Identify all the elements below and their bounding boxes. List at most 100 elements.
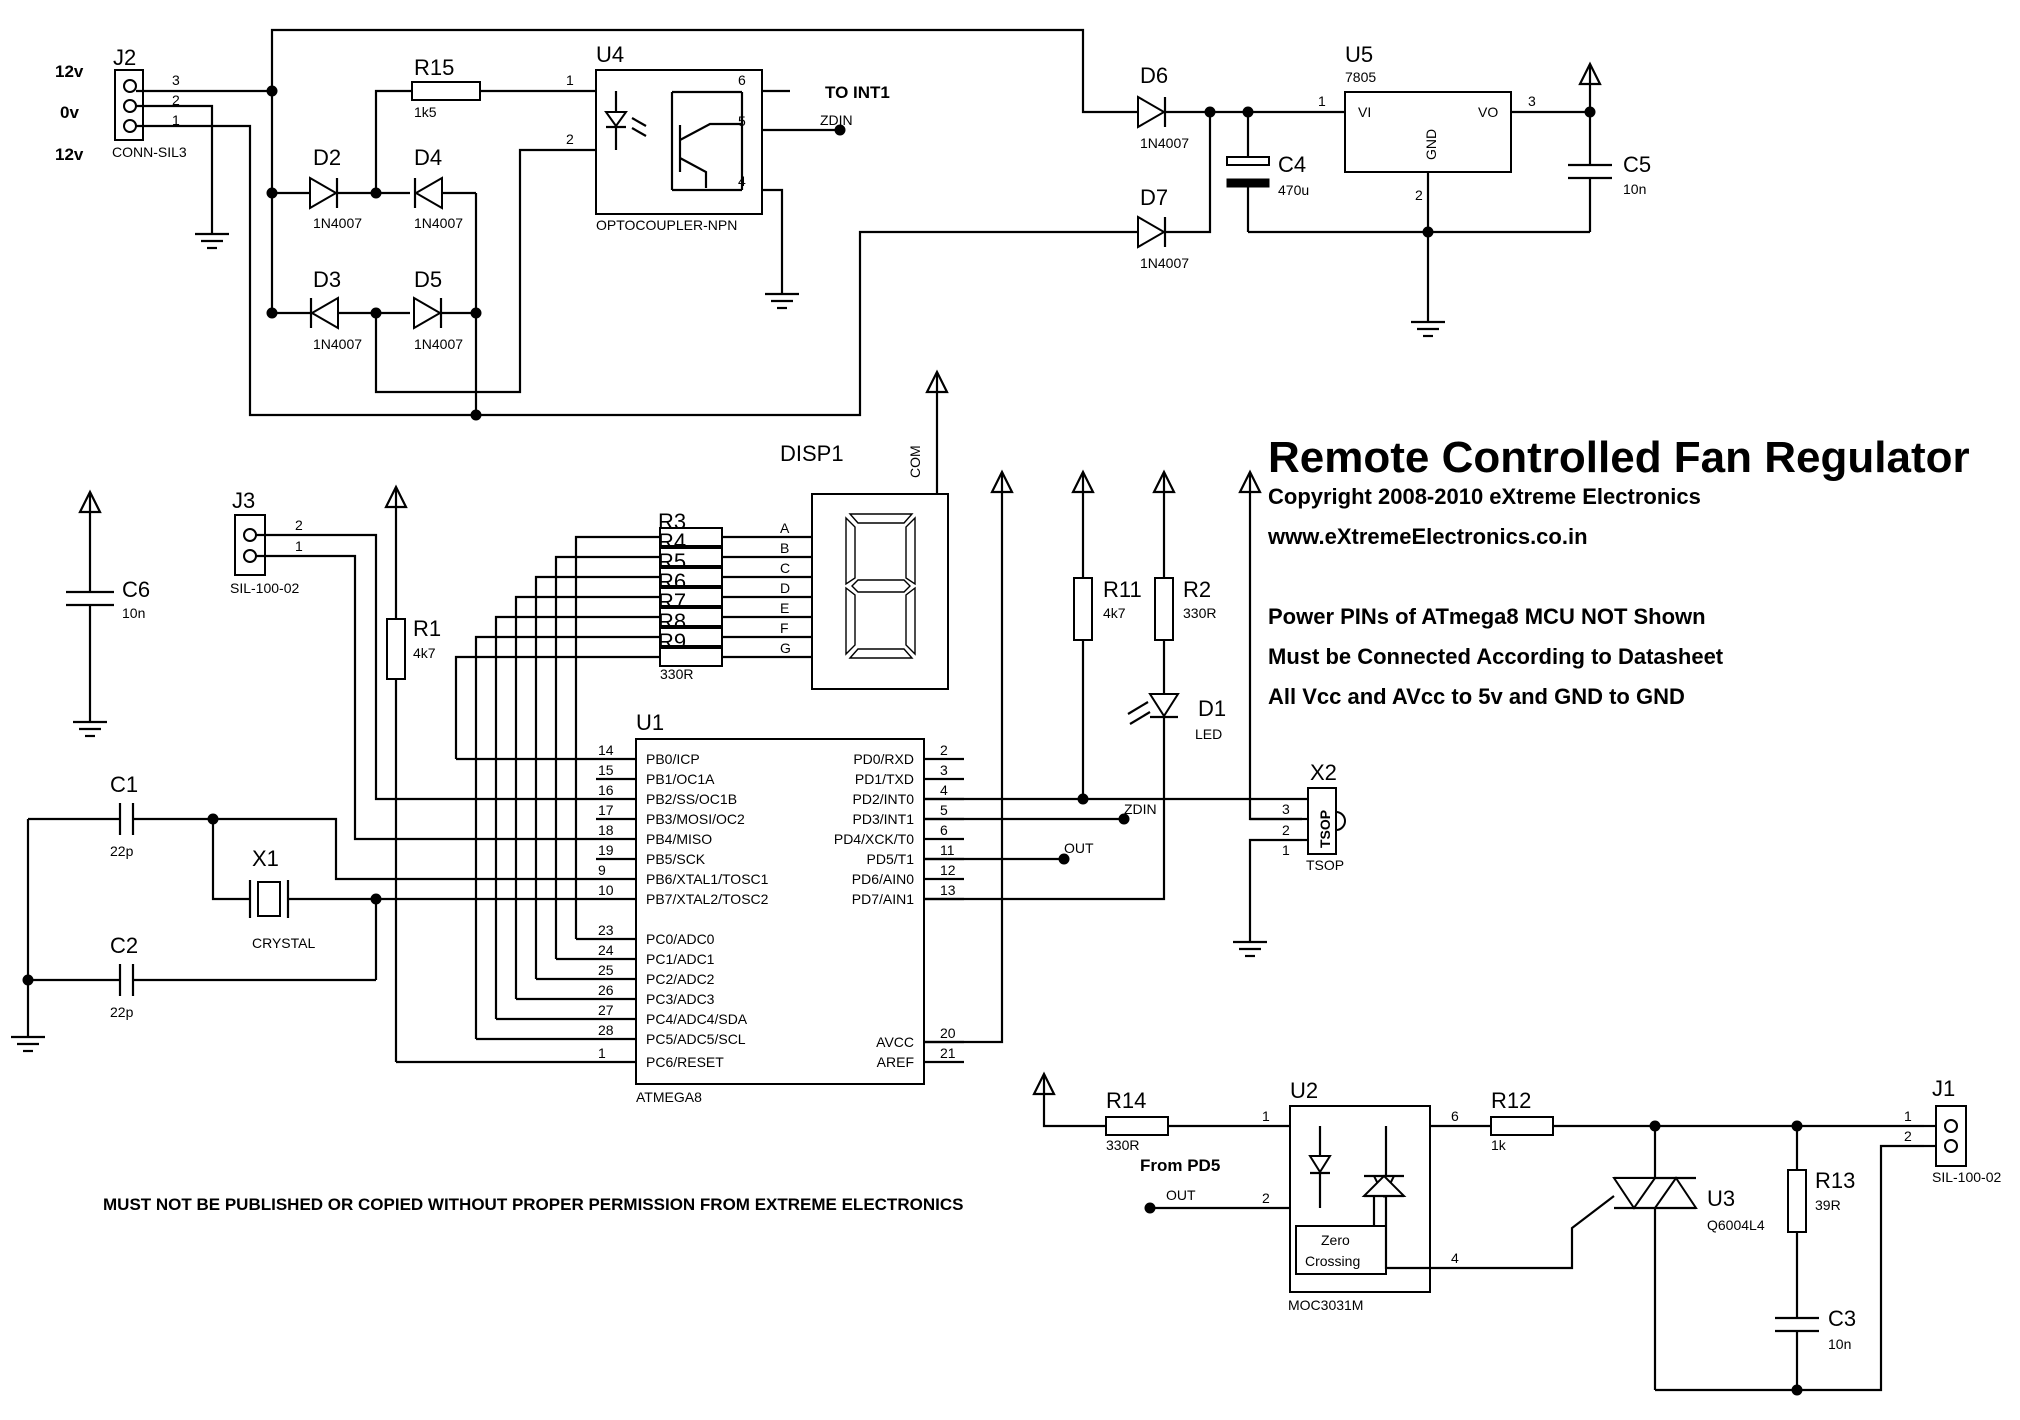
x1-ref: X1 bbox=[252, 846, 279, 871]
j3-value: SIL-100-02 bbox=[230, 580, 299, 596]
zdin-mcu-label: ZDIN bbox=[1124, 801, 1157, 817]
r14-ref: R14 bbox=[1106, 1088, 1146, 1113]
title-block: Remote Controlled Fan Regulator Copyrigh… bbox=[103, 83, 1970, 1214]
u1-left-pin-name: PC4/ADC4/SDA bbox=[646, 1011, 748, 1027]
u1-left-pin-name: PB0/ICP bbox=[646, 751, 700, 767]
u2-pin2: 2 bbox=[1262, 1190, 1270, 1206]
d4-value: 1N4007 bbox=[414, 215, 463, 231]
segment-resistor-value: 330R bbox=[660, 666, 693, 682]
j3-connector: J3 2 1 SIL-100-02 bbox=[230, 488, 303, 596]
u2-zc2: Crossing bbox=[1305, 1253, 1360, 1269]
website-text: www.eXtremeElectronics.co.in bbox=[1267, 524, 1588, 549]
u5-pin1: 1 bbox=[1318, 93, 1326, 109]
u1-right-pin-num: 4 bbox=[940, 782, 948, 798]
segment-resistor-ref: R9 bbox=[658, 629, 686, 654]
c5-capacitor: C5 10n bbox=[1568, 112, 1651, 232]
u5-pin3: 3 bbox=[1528, 93, 1536, 109]
v0-label: 0v bbox=[60, 103, 79, 122]
u1-left-pin-num: 17 bbox=[598, 802, 614, 818]
u1-left-pin-num: 18 bbox=[598, 822, 614, 838]
r2-value: 330R bbox=[1183, 605, 1216, 621]
note-line-1: Power PINs of ATmega8 MCU NOT Shown bbox=[1268, 604, 1706, 629]
x2-pin2: 2 bbox=[1282, 822, 1290, 838]
c1-ref: C1 bbox=[110, 772, 138, 797]
u1-ref: U1 bbox=[636, 710, 664, 735]
c4-ref: C4 bbox=[1278, 152, 1306, 177]
u1-right-pin-name: PD7/AIN1 bbox=[852, 891, 914, 907]
v12-top-label: 12v bbox=[55, 62, 84, 81]
j1-connector: J1 1 2 SIL-100-02 bbox=[1904, 1076, 2001, 1185]
r11-resistor: R11 4k7 bbox=[1071, 470, 1142, 799]
u1-right-pin-name: AVCC bbox=[876, 1034, 914, 1050]
segment-resistor-ref: R5 bbox=[658, 549, 686, 574]
u2-value: MOC3031M bbox=[1288, 1297, 1363, 1313]
u5-value: 7805 bbox=[1345, 69, 1376, 85]
r13-ref: R13 bbox=[1815, 1168, 1855, 1193]
u1-left-pin-num: 14 bbox=[598, 742, 614, 758]
x2-body-text: TSOP bbox=[1317, 810, 1333, 848]
u1-left-pin-name: PB5/SCK bbox=[646, 851, 706, 867]
segment-resistor-ref: R6 bbox=[658, 569, 686, 594]
u2-zc1: Zero bbox=[1321, 1232, 1350, 1248]
j1-pin1: 1 bbox=[1904, 1108, 1912, 1124]
zdin-opto-label: ZDIN bbox=[820, 112, 853, 128]
u4-pin4: 4 bbox=[738, 173, 746, 189]
x1-value: CRYSTAL bbox=[252, 935, 315, 951]
j2-pin3: 3 bbox=[172, 72, 180, 88]
r1-resistor: R1 4k7 bbox=[384, 485, 596, 1064]
x2-pin3: 3 bbox=[1282, 801, 1290, 817]
x2-tsop: X2 TSOP 3 2 1 TSOP bbox=[1231, 470, 1346, 958]
segment-resistor-ref: R7 bbox=[658, 589, 686, 614]
j2-pin1: 1 bbox=[172, 112, 180, 128]
u2-ref: U2 bbox=[1290, 1078, 1318, 1103]
u5-gnd: GND bbox=[1423, 129, 1439, 160]
segment-label: A bbox=[780, 520, 790, 536]
r1-value: 4k7 bbox=[413, 645, 436, 661]
x2-pin1: 1 bbox=[1282, 842, 1290, 858]
u2-pin4: 4 bbox=[1451, 1250, 1459, 1266]
u1-atmega8: U1 ATMEGA8 14PB0/ICP15PB1/OC1A16PB2/SS/O… bbox=[596, 710, 964, 1105]
c6-ref: C6 bbox=[122, 577, 150, 602]
j1-value: SIL-100-02 bbox=[1932, 1169, 2001, 1185]
u1-right-pin-name: PD1/TXD bbox=[855, 771, 914, 787]
x1-crystal: X1 CRYSTAL bbox=[211, 819, 376, 951]
d5-ref: D5 bbox=[414, 267, 442, 292]
r15-value: 1k5 bbox=[414, 104, 437, 120]
disp1-ref: DISP1 bbox=[780, 441, 844, 466]
u1-right-pin-num: 12 bbox=[940, 862, 956, 878]
u1-value: ATMEGA8 bbox=[636, 1089, 702, 1105]
d4-ref: D4 bbox=[414, 145, 442, 170]
power-input-wires bbox=[136, 28, 1138, 417]
copyright-text: Copyright 2008-2010 eXtreme Electronics bbox=[1268, 484, 1701, 509]
r1-ref: R1 bbox=[413, 616, 441, 641]
c3-capacitor: C3 10n bbox=[1775, 1306, 1856, 1390]
j2-connector: 12v 0v 12v J2 3 2 1 CONN-SIL3 bbox=[55, 45, 187, 164]
segment-label: B bbox=[780, 540, 789, 556]
from-pd5-label: From PD5 bbox=[1140, 1156, 1220, 1175]
d7-value: 1N4007 bbox=[1140, 255, 1189, 271]
d6-diode: D6 1N4007 bbox=[1137, 63, 1189, 151]
u4-value: OPTOCOUPLER-NPN bbox=[596, 217, 737, 233]
u1-right-pin-num: 3 bbox=[940, 762, 948, 778]
u5-regulator: U5 7805 VI VO GND 1 3 2 bbox=[1318, 42, 1536, 203]
v12-bot-label: 12v bbox=[55, 145, 84, 164]
u1-right-pin-name: PD5/T1 bbox=[867, 851, 915, 867]
u1-left-pin-num: 25 bbox=[598, 962, 614, 978]
u1-right-pin-num: 20 bbox=[940, 1025, 956, 1041]
u2-moc3031m: U2 Zero Crossing 1 2 6 4 MOC3031M bbox=[1262, 1078, 1459, 1313]
d5-diode: D5 1N4007 bbox=[413, 267, 463, 352]
u1-left-pin-num: 16 bbox=[598, 782, 614, 798]
r11-ref: R11 bbox=[1103, 577, 1142, 602]
d1-led: D1 LED bbox=[1127, 693, 1226, 742]
r2-resistor: R2 330R bbox=[1152, 470, 1216, 694]
u1-right-pin-name: AREF bbox=[877, 1054, 914, 1070]
note-line-2: Must be Connected According to Datasheet bbox=[1268, 644, 1724, 669]
u5-pin2: 2 bbox=[1415, 187, 1423, 203]
c5-value: 10n bbox=[1623, 181, 1646, 197]
u1-right-pin-name: PD3/INT1 bbox=[853, 811, 915, 827]
u1-left-pin-name: PC1/ADC1 bbox=[646, 951, 715, 967]
u4-pin6: 6 bbox=[738, 72, 746, 88]
r15-ref: R15 bbox=[414, 55, 454, 80]
r14-value: 330R bbox=[1106, 1137, 1139, 1153]
u2-pin6: 6 bbox=[1451, 1108, 1459, 1124]
